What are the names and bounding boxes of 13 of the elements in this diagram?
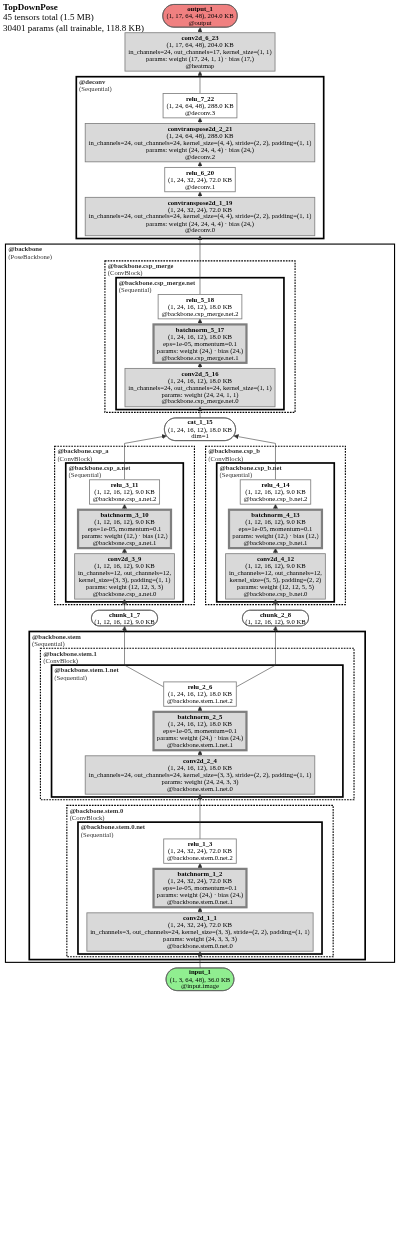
summary-note: 45 tensors total (1.5 MB) <box>3 12 95 23</box>
arrow <box>197 362 203 369</box>
arrow <box>122 503 127 510</box>
arrow <box>197 191 203 198</box>
diagram-title: TopDownPose <box>3 2 59 13</box>
arrow <box>197 117 203 124</box>
summary-note: 30401 params (all trainable, 118.8 KB) <box>3 22 144 34</box>
arrow <box>197 161 203 168</box>
arrow <box>197 907 203 914</box>
arrow <box>273 503 278 510</box>
arrow <box>197 318 203 325</box>
arrow <box>197 750 203 757</box>
arrow <box>197 27 203 33</box>
